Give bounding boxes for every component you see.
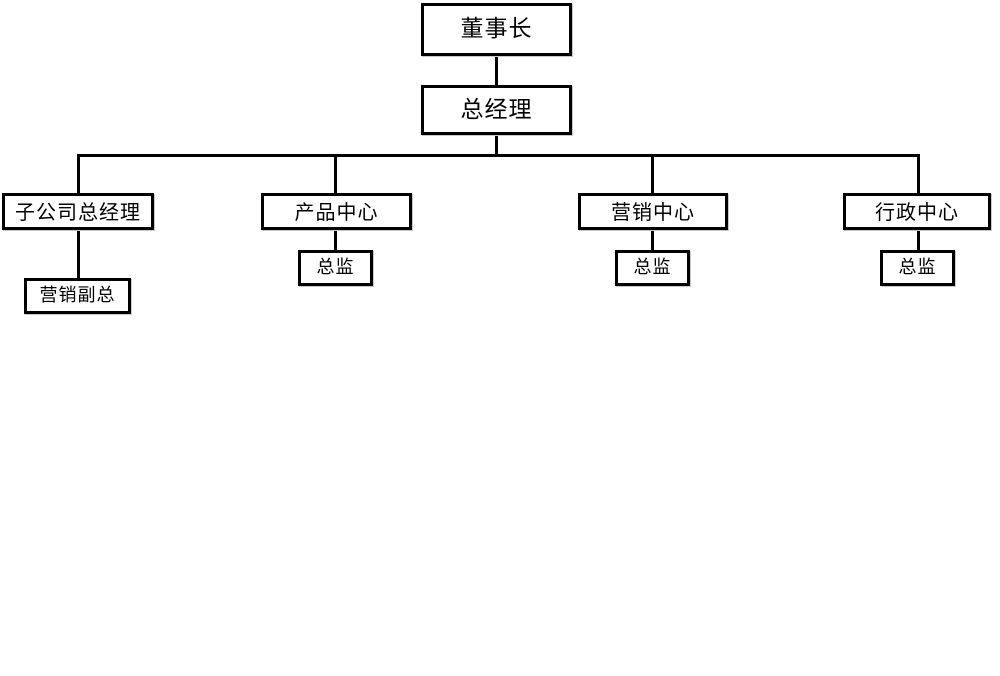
connector-gm-to-bus xyxy=(495,133,498,157)
node-marketing-director[interactable]: 总监 xyxy=(615,250,690,286)
connector-bus-to-product-center xyxy=(334,154,337,194)
node-admin-director-label: 总监 xyxy=(898,257,937,278)
node-chairman-label: 董事长 xyxy=(460,16,533,42)
connector-subsidiary-gm-to-marketing-vp xyxy=(77,229,80,280)
node-marketing-vp-label: 营销副总 xyxy=(39,285,116,306)
node-marketing-director-label: 总监 xyxy=(633,257,672,278)
node-chairman[interactable]: 董事长 xyxy=(421,3,572,56)
node-subsidiary-gm-label: 子公司总经理 xyxy=(15,199,141,224)
node-marketing-center[interactable]: 营销中心 xyxy=(578,193,728,230)
node-admin-center-label: 行政中心 xyxy=(875,199,959,224)
node-marketing-vp[interactable]: 营销副总 xyxy=(24,278,131,314)
node-marketing-center-label: 营销中心 xyxy=(611,199,695,224)
connector-bus-horizontal xyxy=(77,154,920,157)
node-product-center[interactable]: 产品中心 xyxy=(261,193,412,230)
node-subsidiary-gm[interactable]: 子公司总经理 xyxy=(2,193,154,230)
node-general-manager-label: 总经理 xyxy=(460,96,533,123)
connector-product-center-to-director xyxy=(334,229,337,253)
connector-bus-to-marketing-center xyxy=(651,154,654,194)
node-general-manager[interactable]: 总经理 xyxy=(421,85,572,135)
node-product-director-label: 总监 xyxy=(316,257,355,278)
node-product-director[interactable]: 总监 xyxy=(298,250,373,286)
connector-chairman-to-gm xyxy=(495,55,498,86)
connector-bus-to-admin-center xyxy=(917,154,920,194)
node-product-center-label: 产品中心 xyxy=(294,199,379,224)
connector-admin-center-to-director xyxy=(917,229,920,253)
connector-marketing-center-to-director xyxy=(651,229,654,253)
node-admin-center[interactable]: 行政中心 xyxy=(843,193,991,230)
connector-bus-to-subsidiary-gm xyxy=(77,154,80,194)
node-admin-director[interactable]: 总监 xyxy=(880,250,955,286)
